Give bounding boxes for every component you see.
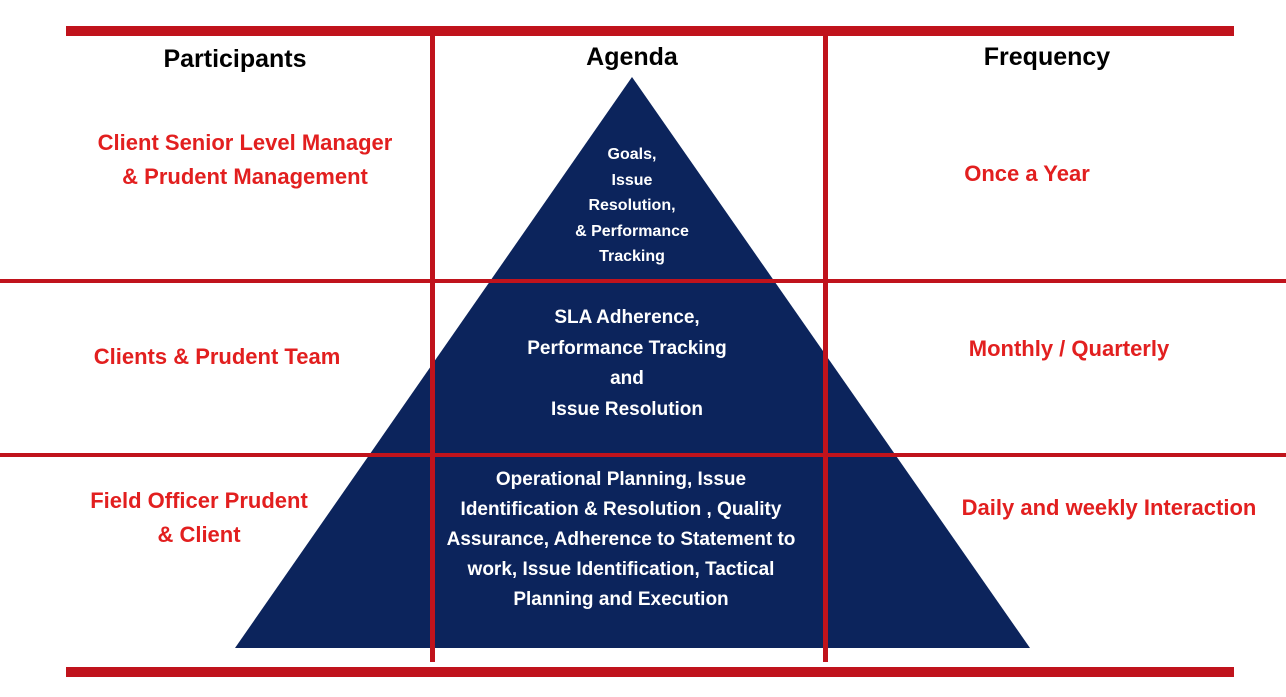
frequency-row-2: Monthly / Quarterly — [968, 336, 1170, 361]
top-border-rule — [66, 26, 1234, 36]
row-divider-lower — [0, 453, 1286, 457]
participants-header: Participants — [163, 45, 307, 73]
bottom-border-rule — [66, 667, 1234, 677]
column-divider-right — [823, 36, 828, 662]
column-divider-left — [430, 36, 435, 662]
agenda-row-3: Operational Planning, Issue Identificati… — [446, 469, 796, 610]
frequency-header: Frequency — [983, 43, 1111, 71]
agenda-row-2: SLA Adherence, Performance Tracking and … — [527, 307, 727, 420]
participants-row-1: Client Senior Level Manager & Prudent Ma… — [97, 130, 393, 189]
row-divider-upper — [0, 279, 1286, 283]
frequency-row-3: Daily and weekly Interaction — [961, 495, 1257, 520]
agenda-row-1: Goals, Issue Resolution, & Performance T… — [575, 146, 689, 265]
participants-row-3: Field Officer Prudent & Client — [90, 488, 308, 547]
agenda-header: Agenda — [586, 43, 678, 71]
participants-row-2: Clients & Prudent Team — [93, 344, 341, 369]
frequency-row-1: Once a Year — [964, 161, 1090, 186]
